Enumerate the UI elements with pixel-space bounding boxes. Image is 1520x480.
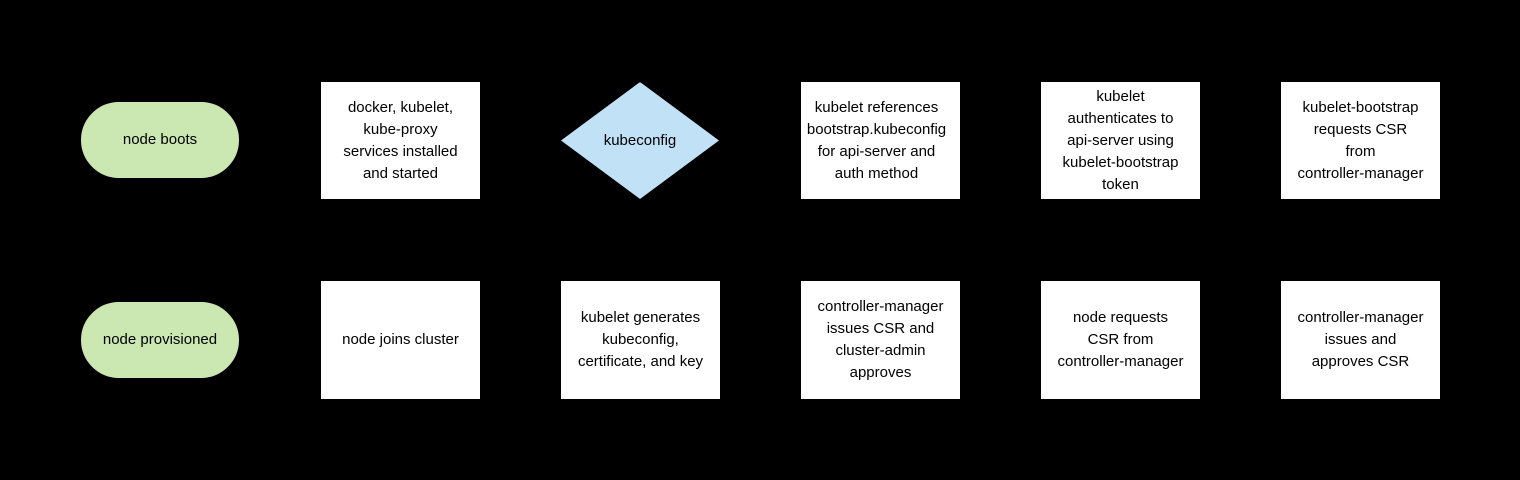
node-joins-cluster[interactable]: node joins cluster (321, 281, 480, 399)
node-label: node boots (122, 131, 198, 148)
node-label: node joins cluster (342, 331, 459, 348)
cm-issues-csr[interactable]: controller-manager issues CSR and cluste… (801, 281, 960, 399)
node-label: node provisioned (102, 331, 218, 348)
node-label: kubelet authenticates to api-server usin… (1062, 87, 1179, 193)
node-provisioned[interactable]: node provisioned (81, 302, 239, 378)
node-label: kubelet references bootstrap.kubeconfig … (806, 98, 947, 182)
bootstrap-requests-csr[interactable]: kubelet-bootstrap requests CSR from cont… (1281, 82, 1440, 199)
kubelet-generates[interactable]: kubelet generates kubeconfig, certificat… (561, 281, 720, 399)
node-requests-csr[interactable]: node requests CSR from controller-manage… (1041, 281, 1200, 399)
node-label: kubeconfig (603, 131, 677, 149)
node-label: node requests CSR from controller-manage… (1057, 309, 1184, 370)
node-boots[interactable]: node boots (81, 102, 239, 178)
node-label: docker, kubelet, kube-proxy services ins… (343, 98, 458, 182)
node-label: kubelet-bootstrap requests CSR from cont… (1297, 98, 1424, 182)
services-installed[interactable]: docker, kubelet, kube-proxy services ins… (321, 82, 480, 199)
node-label: kubelet generates kubeconfig, certificat… (577, 309, 704, 370)
kubelet-references[interactable]: kubelet references bootstrap.kubeconfig … (801, 82, 960, 199)
node-label: controller-manager issues and approves C… (1297, 309, 1424, 370)
cm-issues-approves[interactable]: controller-manager issues and approves C… (1281, 281, 1440, 399)
node-label: controller-manager issues CSR and cluste… (817, 298, 944, 381)
kubeconfig-decision[interactable]: kubeconfig (561, 82, 719, 199)
kubelet-authenticates[interactable]: kubelet authenticates to api-server usin… (1041, 82, 1200, 199)
